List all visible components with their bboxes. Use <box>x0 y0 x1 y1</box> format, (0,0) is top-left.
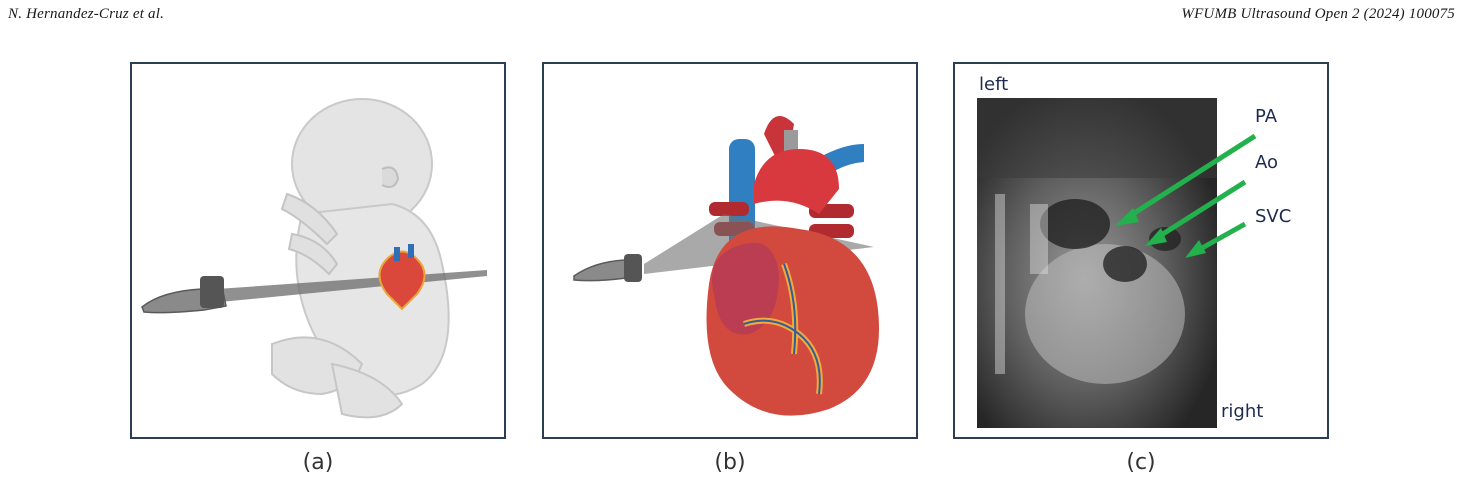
fetus-probe-illustration <box>141 98 487 419</box>
label-right: right <box>1221 401 1264 422</box>
running-header-journal: WFUMB Ultrasound Open 2 (2024) 100075 <box>1181 6 1455 22</box>
label-left: left <box>979 74 1009 95</box>
panel-a-caption: (a) <box>302 450 334 475</box>
label-ao: Ao <box>1255 152 1279 173</box>
panel-a-fetus-illustration <box>130 62 506 439</box>
heart-probe-illustration <box>573 116 879 416</box>
running-header-authors: N. Hernandez-Cruz et al. <box>8 6 165 22</box>
panel-b-caption: (b) <box>714 450 746 475</box>
label-svc: SVC <box>1255 206 1292 227</box>
panel-c-ultrasound: left right PA Ao SVC <box>953 62 1329 439</box>
panel-c-caption: (c) <box>1126 450 1156 475</box>
pa-arrow-icon <box>1115 133 1257 226</box>
ultrasound-scan-image <box>977 98 1257 428</box>
panel-b-heart-illustration <box>542 62 918 439</box>
svc-arrow-icon <box>1185 221 1247 258</box>
label-pa: PA <box>1255 106 1278 127</box>
ao-arrow-icon <box>1145 179 1247 246</box>
